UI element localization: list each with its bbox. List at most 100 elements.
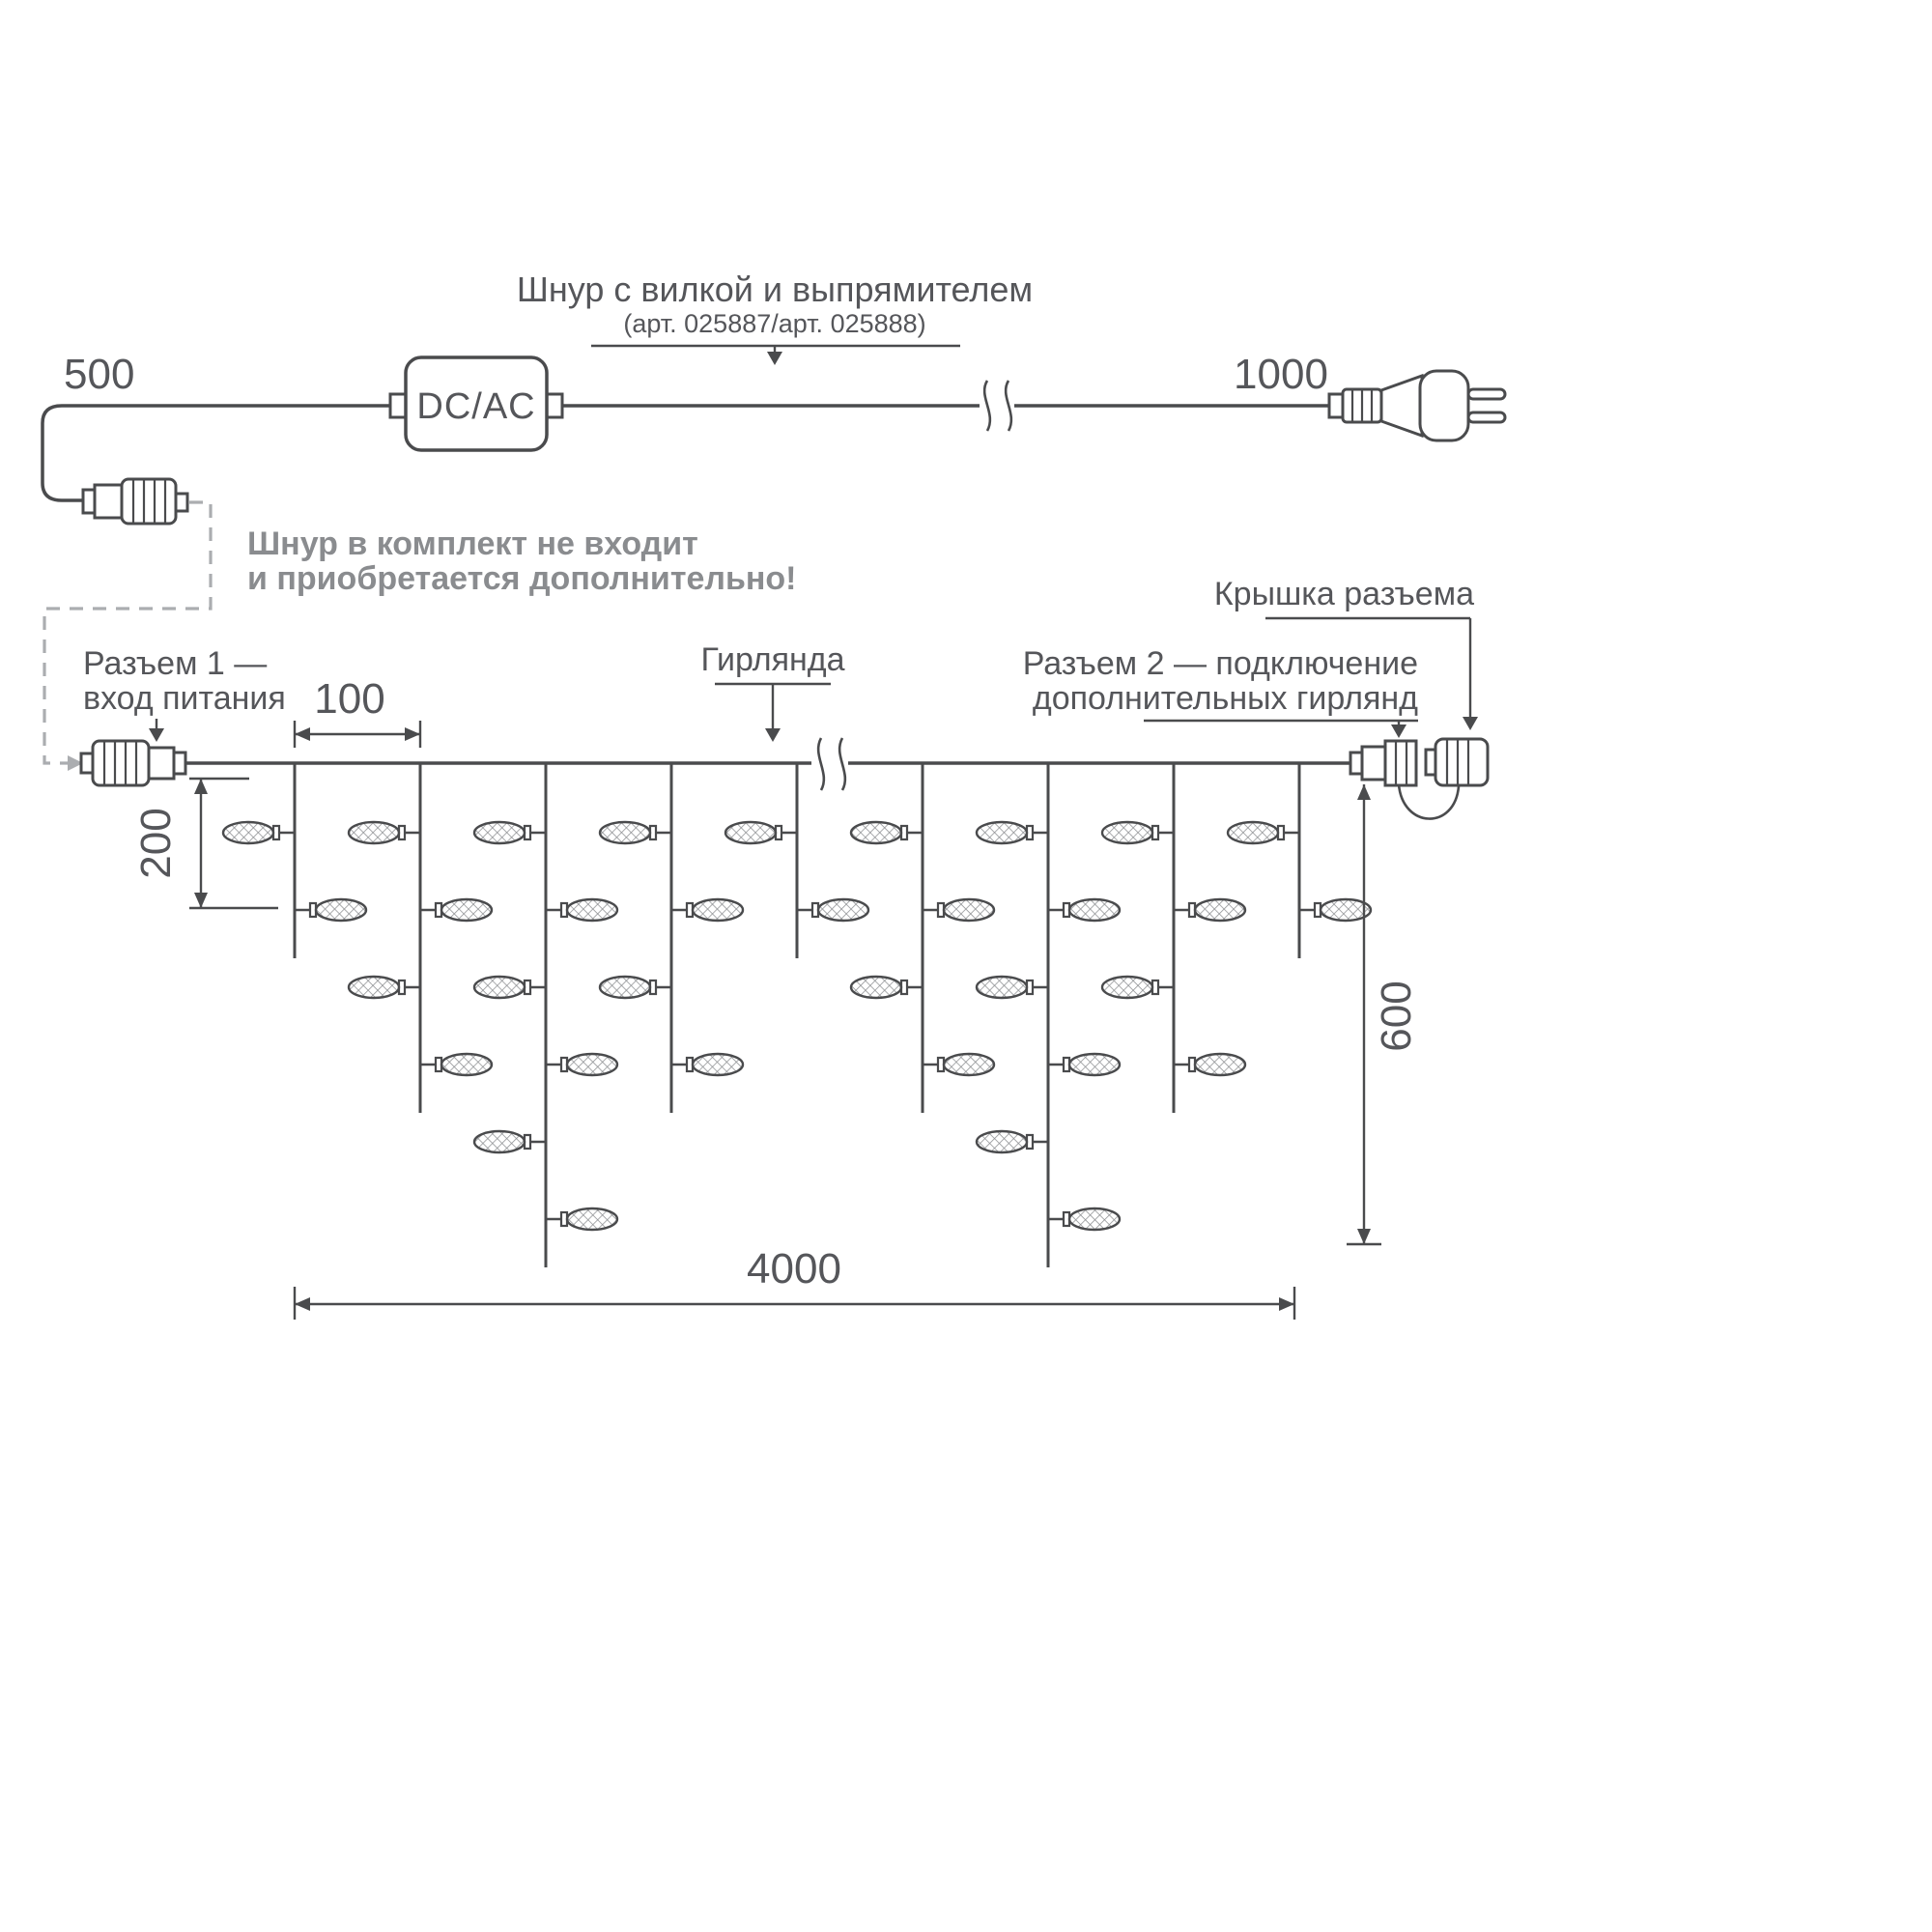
dim-1000-label: 1000 — [1234, 351, 1328, 398]
led-bulb — [598, 820, 652, 845]
dim-200-label: 200 — [132, 808, 180, 878]
led-bulb — [1100, 975, 1154, 1000]
garland-output-connector — [1349, 737, 1490, 820]
led-bulb — [816, 897, 870, 923]
note-line-2: и приобретается дополнительно! — [247, 560, 797, 597]
plug-pin-bottom — [1466, 411, 1507, 424]
dim-4000-label: 4000 — [747, 1245, 841, 1293]
led-bulb — [314, 897, 368, 923]
led-bulb — [598, 975, 652, 1000]
led-bulb — [1319, 897, 1373, 923]
garland-break-symbol — [811, 737, 848, 791]
dim-long-drop: 600 — [1347, 784, 1420, 1246]
connector-cap — [1434, 737, 1490, 787]
led-bulb — [1067, 1207, 1122, 1232]
plug-pin-top — [1466, 387, 1507, 401]
cord-title-callout: Шнур с вилкой и выпрямителем (арт. 02588… — [517, 270, 1033, 365]
connector-tip — [174, 492, 189, 513]
box-outline — [404, 355, 549, 452]
connector1-label-line1: Разъем 1 — — [83, 645, 267, 682]
garland-input-connector — [79, 739, 187, 787]
dashed-arrow — [68, 755, 83, 771]
dim-spacing: 100 — [293, 675, 422, 748]
cord-title: Шнур с вилкой и выпрямителем — [517, 270, 1033, 309]
led-bulb — [1100, 820, 1154, 845]
led-bulb — [347, 820, 401, 845]
dim-600-label: 600 — [1373, 980, 1420, 1051]
led-bulb — [565, 897, 619, 923]
connector1-callout: Разъем 1 — вход питания — [83, 645, 286, 742]
connector2-label-line1: Разъем 2 — подключение — [1023, 645, 1418, 682]
led-bulb — [440, 897, 494, 923]
garland-drop — [598, 763, 745, 1113]
garland-drops — [221, 763, 1373, 1267]
cord-subtitle: (арт. 025887/арт. 025888) — [623, 309, 925, 338]
garland-drop — [975, 763, 1122, 1267]
led-bulb — [975, 820, 1029, 845]
power-cord-assembly: 500 DC/AC 1000 — [41, 270, 1507, 526]
cord-break-symbol — [980, 380, 1014, 432]
connector2-callout: Разъем 2 — подключение дополнительных ги… — [1023, 645, 1418, 738]
led-bulb — [565, 1052, 619, 1077]
led-bulb — [724, 820, 778, 845]
cap-label: Крышка разъема — [1214, 576, 1474, 612]
garland-assembly: Разъем 1 — вход питания Гирлянда Разъем … — [79, 576, 1490, 1320]
garland-drop — [1226, 763, 1373, 958]
connector-ribbed-cap — [120, 477, 178, 526]
led-bulb — [440, 1052, 494, 1077]
garland-drop — [1100, 763, 1247, 1113]
dashed-connection-path — [43, 500, 213, 765]
led-bulb — [472, 1129, 526, 1154]
dcac-label: DC/AC — [416, 386, 535, 427]
connector-ferrule — [1349, 751, 1364, 776]
connector1-label-line2: вход питания — [83, 680, 286, 717]
connector-body — [147, 746, 176, 781]
connector-socket — [1383, 739, 1418, 787]
plug-head — [1418, 369, 1470, 442]
garland-drop — [472, 763, 619, 1267]
not-included-note: Шнур в комплект не входит и приобретаетс… — [247, 526, 797, 597]
led-bulb — [347, 975, 401, 1000]
led-bulb — [1193, 897, 1247, 923]
led-bulb — [472, 820, 526, 845]
connector2-label-line2: дополнительных гирлянд — [1033, 680, 1418, 717]
garland-label: Гирлянда — [700, 641, 844, 678]
box-right-nub — [545, 392, 564, 419]
garland-drop — [221, 763, 368, 958]
title-arrow — [767, 352, 782, 365]
cord-left-wire — [41, 404, 390, 502]
dim-500-label: 500 — [64, 351, 134, 398]
led-bulb — [221, 820, 275, 845]
plug-ferrule — [1327, 392, 1345, 419]
cord-output-connector — [81, 477, 189, 526]
led-bulb — [691, 897, 745, 923]
garland-drop — [347, 763, 494, 1113]
connector2-arrow — [1391, 724, 1406, 738]
led-bulb — [849, 975, 903, 1000]
connector-ferrule — [172, 751, 187, 776]
connector-ferrule — [81, 488, 97, 515]
led-bulb — [975, 975, 1029, 1000]
connector1-arrow — [149, 728, 164, 742]
dcac-rectifier-box: DC/AC — [388, 355, 564, 452]
connector-tip — [79, 752, 95, 775]
led-bulb — [691, 1052, 745, 1077]
led-bulb — [1193, 1052, 1247, 1077]
cap-tether-loop — [1397, 783, 1461, 820]
plug-neck — [1379, 373, 1424, 439]
dim-100-label: 100 — [314, 675, 384, 723]
connector-body — [1360, 745, 1387, 781]
led-bulb — [975, 1129, 1029, 1154]
led-bulb — [1067, 897, 1122, 923]
dashed-connection — [43, 500, 213, 771]
cap-callout: Крышка разъема — [1214, 576, 1478, 730]
led-bulb — [942, 897, 996, 923]
led-bulb — [472, 975, 526, 1000]
led-bulb — [1067, 1052, 1122, 1077]
led-bulb — [849, 820, 903, 845]
led-bulb — [942, 1052, 996, 1077]
led-bulb — [1226, 820, 1280, 845]
garland-drop — [849, 763, 996, 1113]
